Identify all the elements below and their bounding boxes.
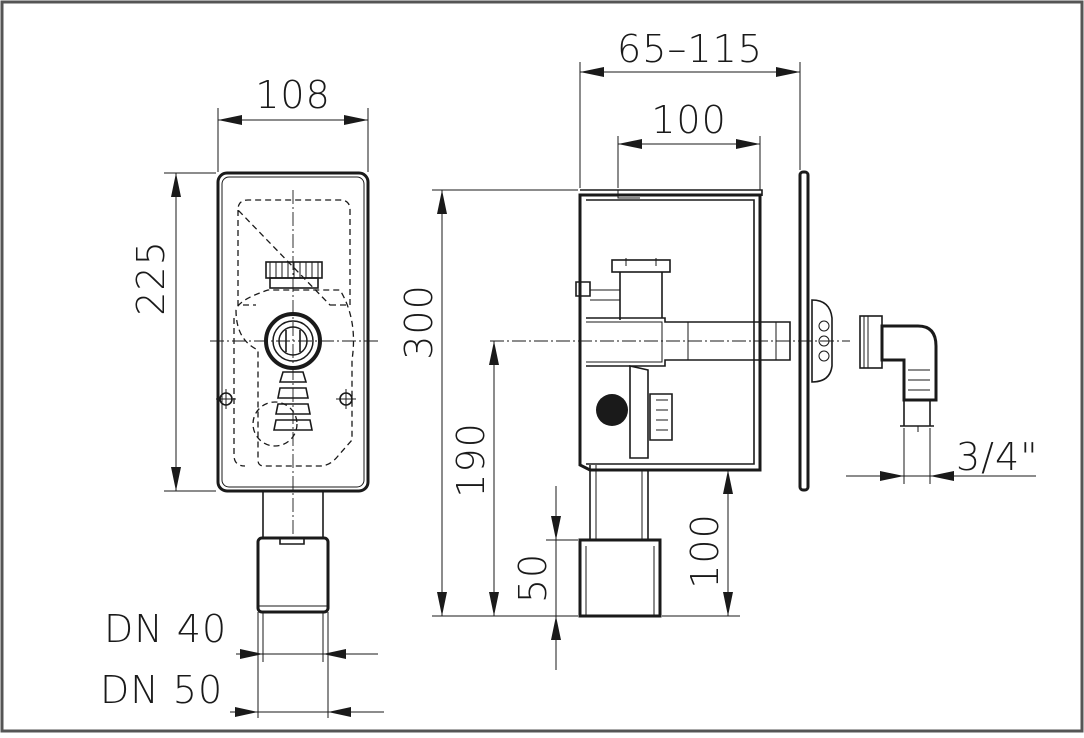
connector-elbow xyxy=(880,324,938,402)
dimension-thread-3-4: 3/4" xyxy=(846,428,1039,484)
side-trap-cap xyxy=(611,259,671,273)
drain-socket xyxy=(256,536,330,614)
dimension-width-108: 108 xyxy=(217,73,369,172)
dimension-height-300: 300 xyxy=(397,189,578,617)
hose-nozzle xyxy=(273,371,313,431)
side-socket xyxy=(578,538,662,618)
hose-connector xyxy=(649,393,673,441)
dimension-depth-100: 100 xyxy=(617,98,761,190)
height-225-label: 225 xyxy=(129,240,173,316)
drain-pipe xyxy=(262,491,324,538)
depth-100-label: 100 xyxy=(651,98,727,142)
height-300-label: 300 xyxy=(397,284,441,360)
angle-connector xyxy=(859,315,938,432)
width-108-label: 108 xyxy=(255,73,331,117)
thread-3-4-label: 3/4" xyxy=(956,435,1039,479)
front-panel xyxy=(216,171,370,493)
fixing-mark-right xyxy=(336,389,356,409)
dn50-label: DN 50 xyxy=(100,668,223,712)
dimension-height-225: 225 xyxy=(129,172,216,492)
side-drain-pipe xyxy=(589,465,649,540)
dimension-socket-50: 50 xyxy=(511,486,578,670)
dimension-outlet-100: 100 xyxy=(662,469,740,617)
height-190-label: 190 xyxy=(449,422,493,498)
dimension-height-190: 190 xyxy=(449,341,499,616)
outlet-100-label: 100 xyxy=(683,513,727,589)
dimension-dn50: DN 50 xyxy=(100,668,384,717)
dimension-dn40: DN 40 xyxy=(104,607,378,659)
range-65-115-label: 65–115 xyxy=(617,27,763,71)
dimension-65-115: 65–115 xyxy=(579,27,801,188)
rosette xyxy=(811,299,833,383)
front-view xyxy=(210,171,378,718)
socket-50-label: 50 xyxy=(511,553,555,603)
dn40-label: DN 40 xyxy=(104,607,227,651)
side-plug xyxy=(596,394,628,426)
wall-plate xyxy=(798,170,810,492)
fixing-mark-left xyxy=(216,389,236,409)
